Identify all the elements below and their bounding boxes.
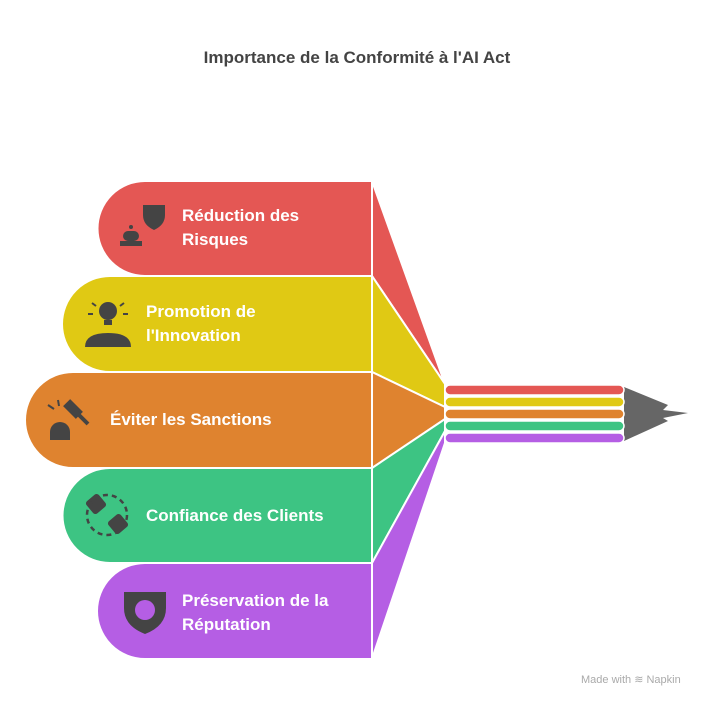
label-line: Réduction des (182, 206, 300, 225)
pill-yellow (61, 275, 373, 373)
handshake-icon (85, 493, 129, 537)
pill-purple (96, 562, 373, 660)
label-line: Risques (182, 230, 249, 249)
credit-prefix: Made with (581, 674, 632, 686)
pill-green (61, 467, 373, 564)
pill-orange (24, 371, 373, 469)
gavel-icon (47, 399, 90, 440)
item-label-innovation: Promotion de l'Innovation (146, 300, 256, 348)
napkin-logo-icon: ≋ (634, 674, 644, 686)
napkin-credit[interactable]: Made with ≋ Napkin (581, 673, 681, 686)
stripe-yellow (444, 396, 625, 408)
stripe-orange (444, 408, 625, 420)
robot-shield-icon (120, 205, 165, 246)
label-line: Éviter les Sanctions (110, 410, 272, 429)
item-label-reputation: Préservation de la Réputation (182, 589, 328, 637)
pill-red (96, 180, 373, 277)
credit-brand: Napkin (646, 674, 681, 686)
diagram-title: Importance de la Conformité à l'AI Act (203, 48, 511, 67)
label-line: Promotion de (146, 302, 256, 321)
lightbulb-person-icon (85, 302, 131, 347)
stripe-purple (444, 432, 625, 444)
stripe-red (444, 384, 625, 396)
label-line: Confiance des Clients (146, 506, 324, 525)
pencil-tip (624, 387, 688, 441)
shield-face-icon (124, 592, 166, 634)
label-line: Préservation de la (182, 591, 329, 610)
label-line: l'Innovation (146, 326, 241, 345)
stripe-green (444, 420, 625, 432)
item-label-sanctions: Éviter les Sanctions (110, 408, 272, 432)
label-line: Réputation (182, 615, 271, 634)
item-label-clients: Confiance des Clients (146, 504, 324, 528)
